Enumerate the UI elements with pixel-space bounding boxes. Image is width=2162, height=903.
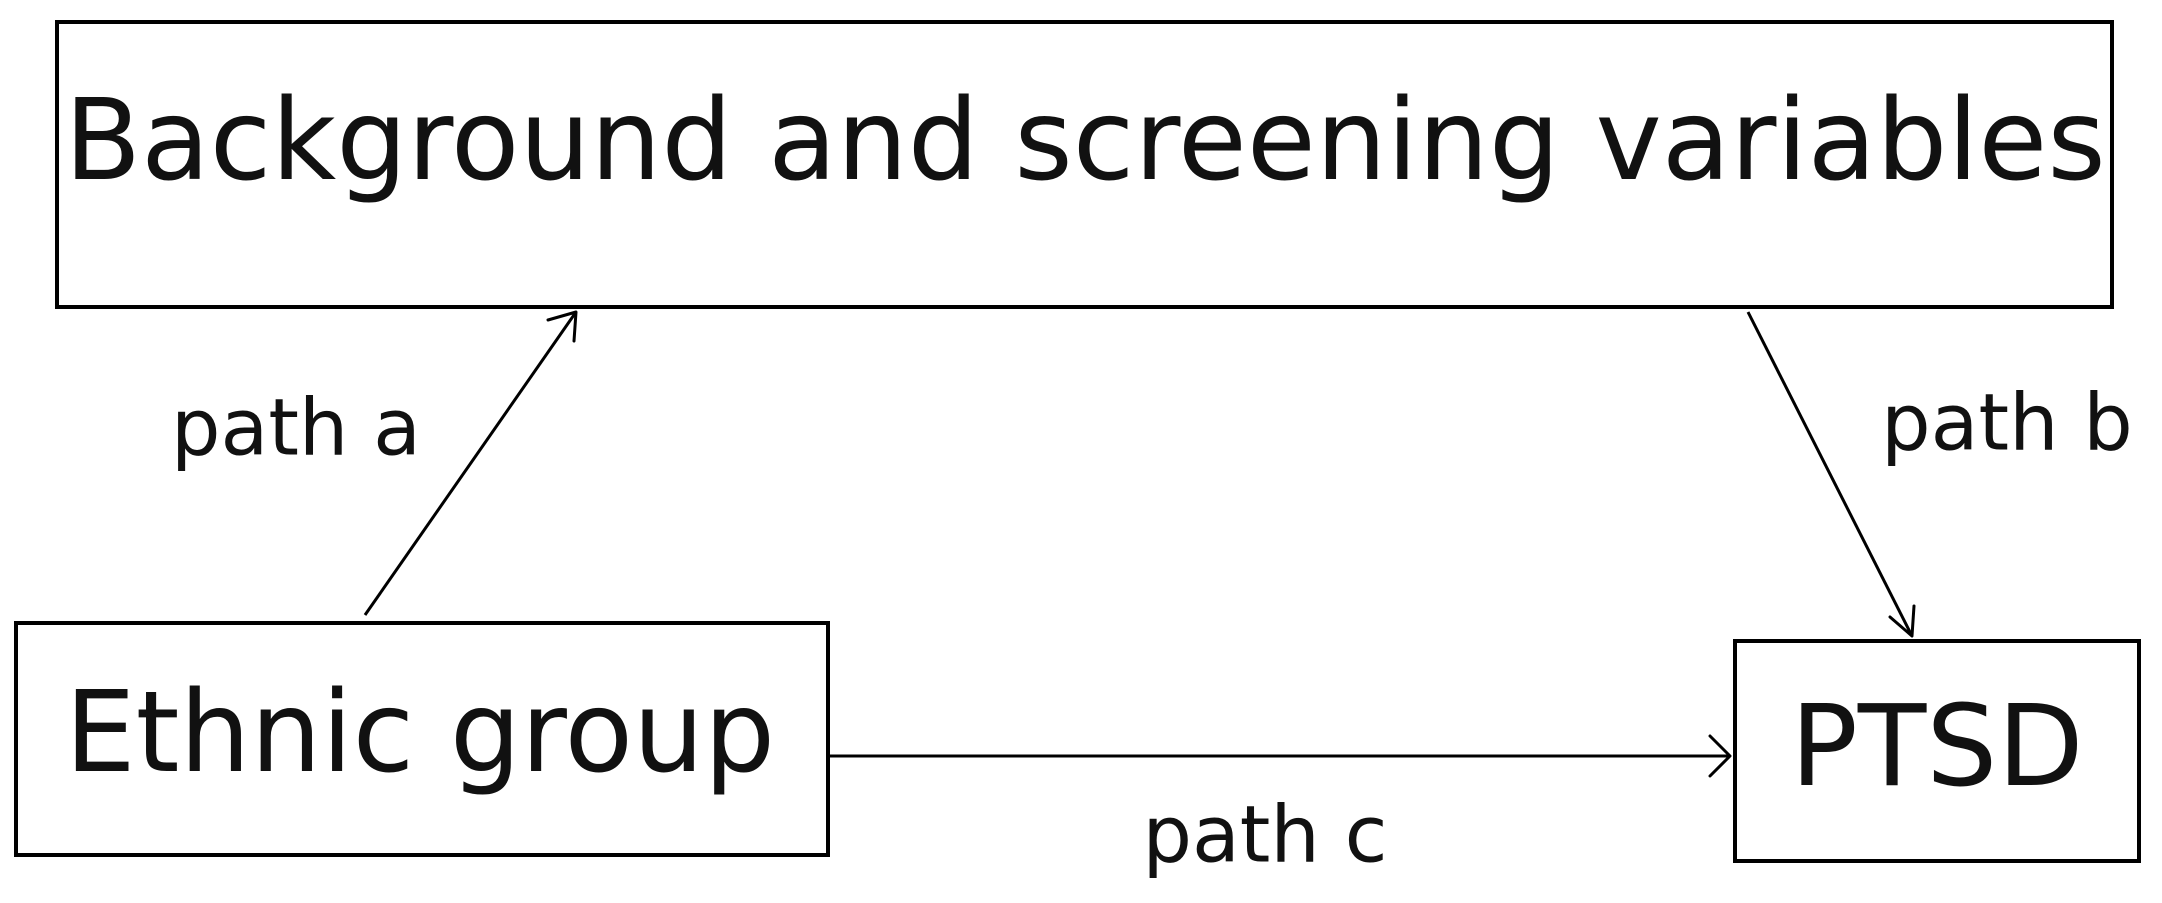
edge-path-c: path c [830, 734, 1732, 880]
edge-path-c-arrowhead [1708, 734, 1732, 778]
edge-path-c-label: path c [1142, 790, 1387, 880]
node-background: Background and screening variables [55, 20, 2114, 309]
edge-path-a-arrowhead [546, 310, 578, 343]
edge-path-a-line [363, 311, 578, 616]
edge-path-b-arrowhead [1888, 604, 1916, 638]
edge-path-b-label: path b [1881, 378, 2133, 468]
node-ptsd-box [1733, 639, 2141, 863]
edge-path-a: path a [171, 310, 578, 616]
node-background-label: Background and screening variables [64, 76, 2105, 206]
edge-path-b-line [1746, 311, 1914, 637]
node-background-box [55, 20, 2114, 309]
node-ethnic-label: Ethnic group [65, 668, 775, 798]
node-ethnic: Ethnic group [14, 621, 830, 857]
edge-path-b: path b [1746, 311, 2133, 638]
node-ptsd-label: PTSD [1790, 682, 2083, 812]
edge-path-a-label: path a [171, 383, 421, 473]
node-ethnic-box [14, 621, 830, 857]
node-ptsd: PTSD [1733, 639, 2141, 863]
